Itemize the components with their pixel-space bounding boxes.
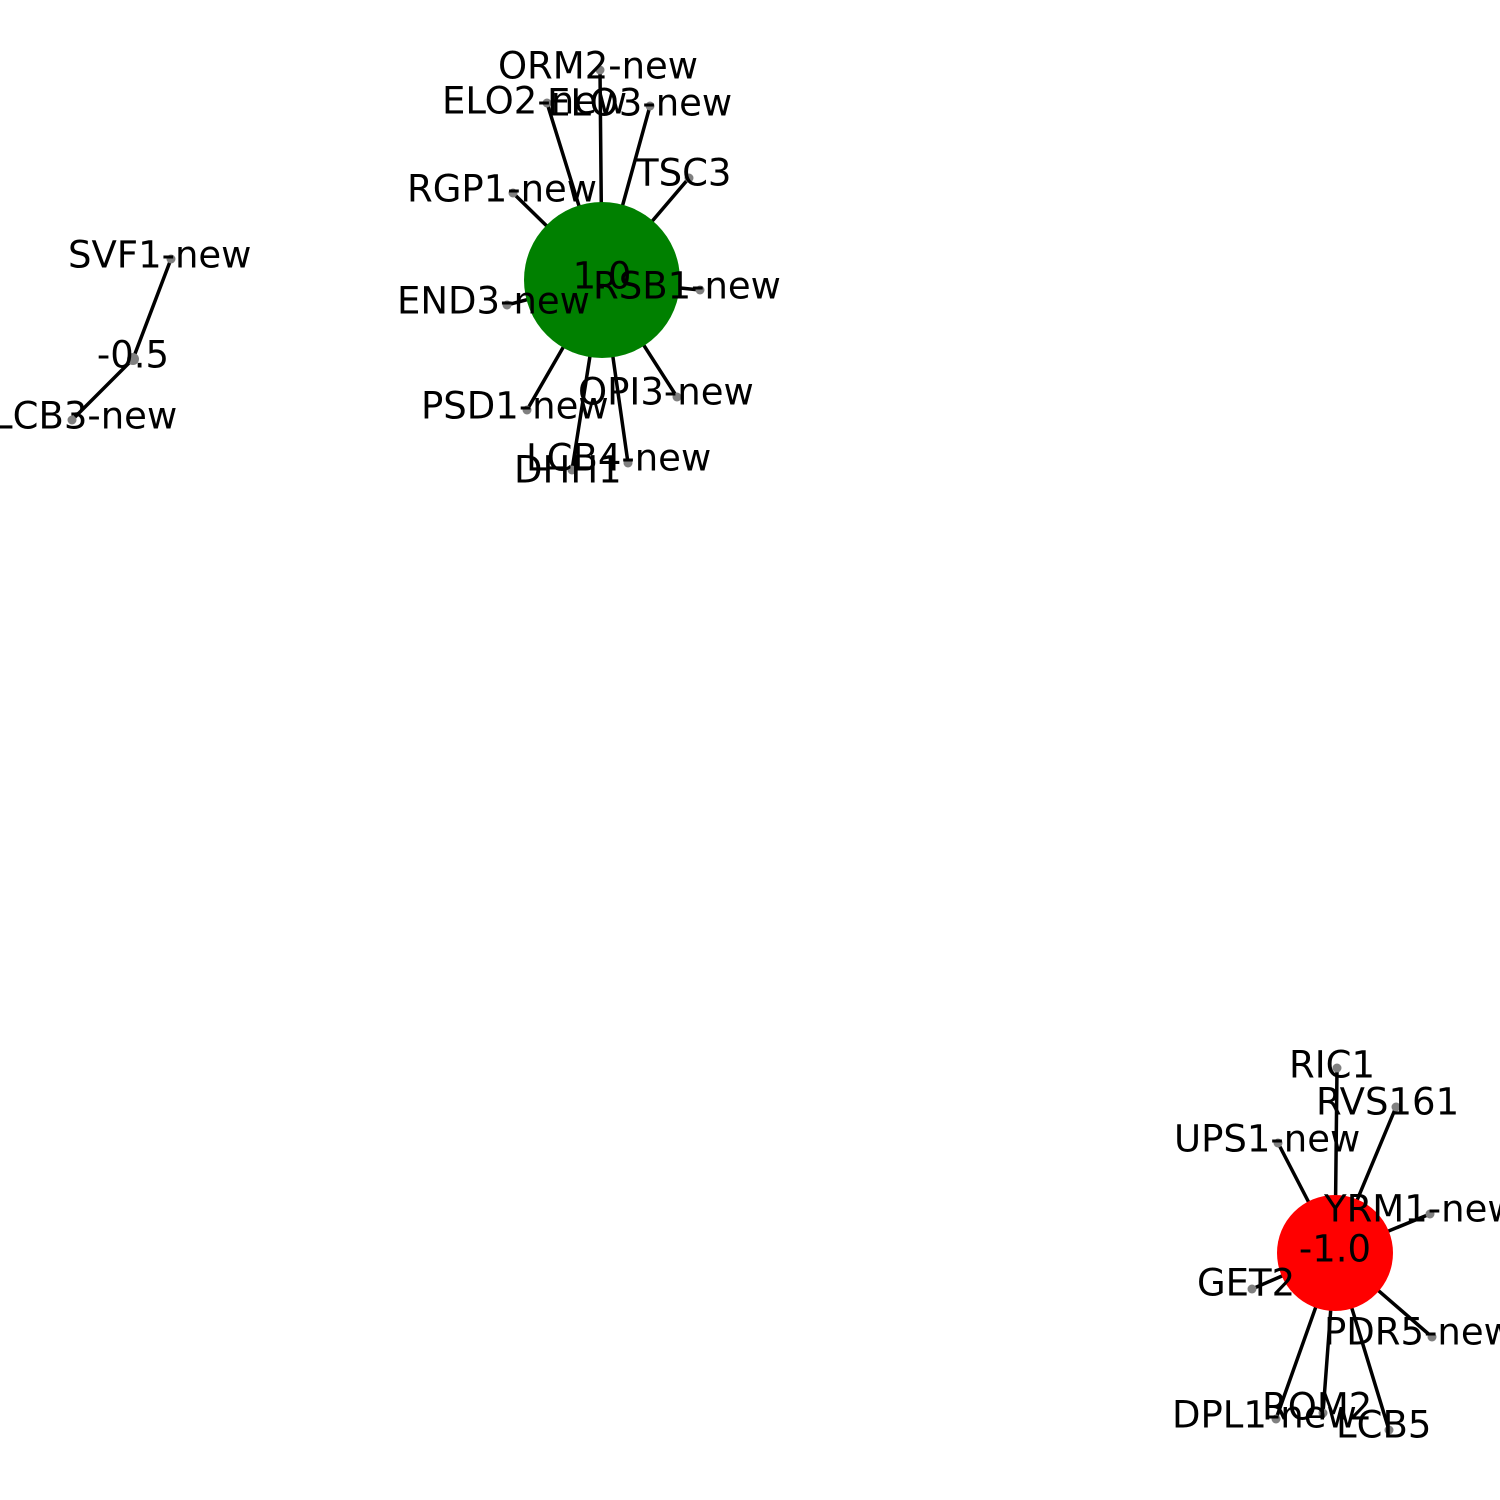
node-label-pdr5: PDR5-new	[1324, 1311, 1500, 1354]
node-end3	[502, 300, 512, 310]
node-label-psd1: PSD1-new	[421, 385, 609, 428]
node-dhh1	[567, 465, 577, 475]
node-label-svf1: SVF1-new	[68, 234, 251, 277]
node-label-lcb4: LCB4-new	[526, 437, 711, 480]
edge-lcb3	[70, 357, 135, 422]
node-label-end3: END3-new	[397, 280, 590, 323]
node-rsb1	[695, 285, 705, 295]
node-elo3	[645, 101, 655, 111]
cluster-neutral-hub-label: -0.5	[97, 334, 169, 377]
node-label-rom2: ROM2	[1262, 1386, 1372, 1429]
node-label-dpl1: DPL1-new	[1172, 1394, 1357, 1437]
node-label-rgp1: RGP1-new	[407, 168, 597, 211]
cluster-negative-hub-node	[1277, 1195, 1393, 1311]
cluster-neutral-hub-node	[127, 353, 139, 365]
node-label-lcb3: LCB3-new	[0, 395, 177, 438]
node-psd1	[522, 405, 532, 415]
node-orm2	[595, 65, 605, 75]
cluster-positive-hub-node	[524, 202, 680, 358]
node-svf1	[166, 254, 176, 264]
node-rgp1	[508, 188, 518, 198]
node-label-opi3: OPI3-new	[578, 371, 754, 414]
node-rvs161	[1391, 1102, 1401, 1112]
node-rom2	[1318, 1408, 1328, 1418]
node-lcb4	[623, 458, 633, 468]
node-label-orm2: ORM2-new	[498, 45, 698, 88]
node-yrm1	[1425, 1209, 1435, 1219]
node-label-get2: GET2	[1197, 1262, 1295, 1305]
node-label-yrm1: YRM1-new	[1323, 1188, 1500, 1231]
node-label-rsb1: RSB1-new	[593, 265, 781, 308]
node-get2	[1247, 1284, 1257, 1294]
node-dpl1	[1271, 1414, 1281, 1424]
node-label-rvs161: RVS161	[1316, 1081, 1459, 1124]
hub-nodes	[127, 202, 1393, 1311]
node-label-ups1: UPS1-new	[1174, 1118, 1360, 1161]
node-label-elo3: ELO3-new	[547, 82, 732, 125]
node-label-tsc3: TSC3	[635, 152, 731, 195]
leaf-nodes	[67, 65, 1437, 1435]
node-lcb5	[1384, 1425, 1394, 1435]
node-label-ric1: RIC1	[1289, 1044, 1375, 1087]
node-tsc3	[684, 173, 694, 183]
node-lcb3	[67, 415, 77, 425]
edge-svf1	[131, 257, 173, 361]
node-pdr5	[1427, 1332, 1437, 1342]
node-label-lcb5: LCB5	[1336, 1404, 1431, 1447]
node-ups1	[1273, 1138, 1283, 1148]
cluster-negative-hub-label: -1.0	[1299, 1228, 1371, 1271]
node-ric1	[1332, 1063, 1342, 1073]
node-elo2	[542, 98, 552, 108]
cluster-positive-hub-label: 1.0	[573, 255, 632, 298]
node-label-dhh1: DHH1	[514, 449, 622, 492]
node-label-elo2: ELO2-new	[442, 80, 627, 123]
node-opi3	[672, 392, 682, 402]
